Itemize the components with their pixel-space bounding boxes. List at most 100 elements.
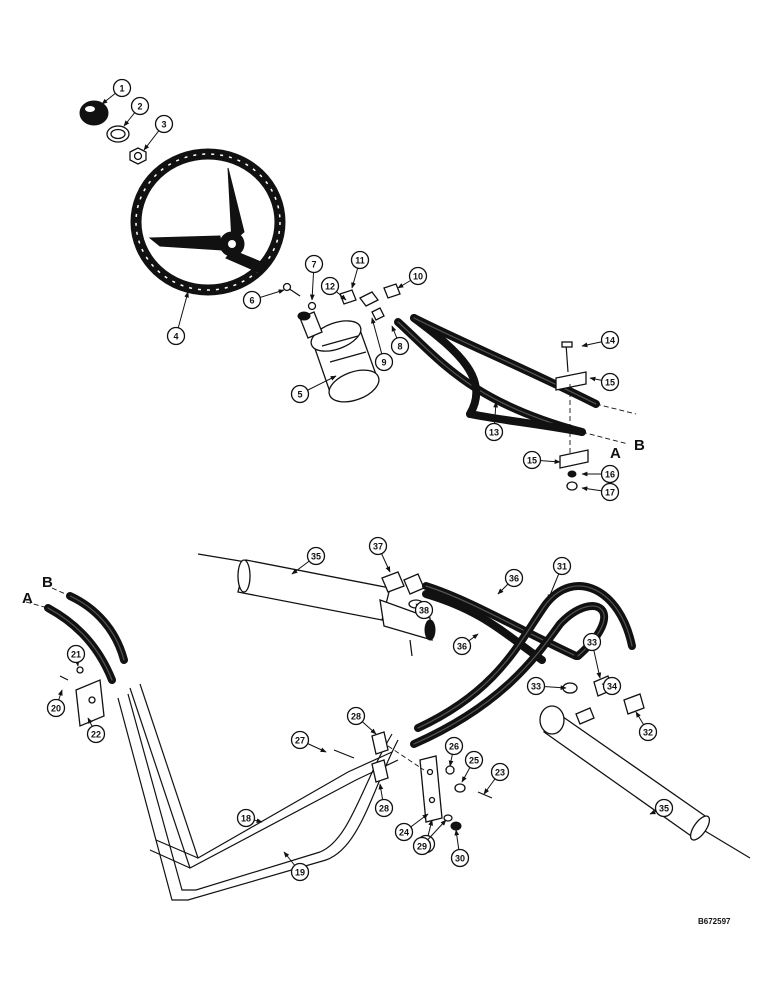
callout-35: 35 [306, 546, 326, 566]
callout-35: 35 [654, 798, 674, 818]
long-hoses-31 [410, 582, 636, 748]
callout-label: 1 [119, 84, 124, 94]
callout-layer: 1234567891011121314151516171819202122232… [46, 78, 674, 882]
callout-12: 12 [320, 276, 340, 296]
washer-part [307, 301, 317, 311]
callout-label: 15 [527, 456, 537, 466]
callout-label: 7 [311, 260, 316, 270]
callout-label: 37 [373, 542, 383, 552]
svg-text:B: B [634, 437, 645, 454]
callout-25: 25 [464, 750, 484, 770]
callout-7: 7 [304, 254, 324, 274]
callout-21: 21 [66, 644, 86, 664]
callout-9: 9 [374, 352, 394, 372]
callout-label: 5 [297, 390, 302, 400]
callout-36: 36 [452, 636, 472, 656]
callout-1: 1 [112, 78, 132, 98]
fitting-part [339, 283, 401, 321]
steering-wheel-part [130, 148, 286, 296]
callout-label: 35 [311, 552, 321, 562]
callout-17: 17 [600, 482, 620, 502]
horn-cap-part [79, 100, 109, 126]
callout-36: 36 [504, 568, 524, 588]
tube-brackets [59, 666, 493, 831]
callout-2: 2 [130, 96, 150, 116]
callout-label: 15 [605, 378, 615, 388]
callout-38: 38 [414, 600, 434, 620]
connection-letter-bottom-B: B [42, 574, 53, 591]
callout-label: 2 [137, 102, 142, 112]
document-number: B672597 [698, 917, 731, 926]
callout-label: 18 [241, 814, 251, 824]
hose-clamp-bolt-part [555, 341, 589, 491]
callout-label: 36 [457, 642, 467, 652]
callout-33: 33 [526, 676, 546, 696]
connection-letter-top-B: B [634, 437, 645, 454]
steering-cylinder-lower-part [539, 675, 751, 859]
callout-28: 28 [374, 798, 394, 818]
callout-label: 24 [399, 828, 409, 838]
callout-22: 22 [86, 724, 106, 744]
callout-label: 21 [71, 650, 81, 660]
callout-label: 12 [325, 282, 335, 292]
connection-lines-top [581, 403, 637, 445]
callout-label: 14 [605, 336, 615, 346]
callout-19: 19 [290, 862, 310, 882]
callout-label: 26 [449, 742, 459, 752]
callout-18: 18 [236, 808, 256, 828]
callout-8: 8 [390, 336, 410, 356]
callout-label: 10 [413, 272, 423, 282]
callout-label: 33 [587, 638, 597, 648]
callout-label: 29 [417, 842, 427, 852]
callout-label: 6 [249, 296, 254, 306]
callout-30: 30 [450, 848, 470, 868]
callout-4: 4 [166, 326, 186, 346]
steel-tubes [117, 683, 399, 901]
callout-label: 17 [605, 488, 615, 498]
callout-label: 30 [455, 854, 465, 864]
callout-29: 29 [412, 836, 432, 856]
callout-label: 11 [355, 256, 365, 266]
callout-34: 34 [602, 676, 622, 696]
callout-16: 16 [600, 464, 620, 484]
callout-13: 13 [484, 422, 504, 442]
input-hoses-A-B [25, 587, 128, 684]
callout-15: 15 [522, 450, 542, 470]
callout-label: 16 [605, 470, 615, 480]
callout-15: 15 [600, 372, 620, 392]
callout-label: 25 [469, 756, 479, 766]
callout-label: 20 [51, 704, 61, 714]
callout-label: 38 [419, 606, 429, 616]
upper-hoses [394, 314, 600, 436]
callout-11: 11 [350, 250, 370, 270]
callout-6: 6 [242, 290, 262, 310]
nut-part [129, 147, 147, 165]
svg-text:A: A [22, 590, 33, 607]
callout-label: 35 [659, 804, 669, 814]
callout-32: 32 [638, 722, 658, 742]
callout-31: 31 [552, 556, 572, 576]
svg-text:A: A [610, 445, 621, 462]
callout-label: 9 [381, 358, 386, 368]
callout-label: 3 [161, 120, 166, 130]
callout-label: 36 [509, 574, 519, 584]
cap-screw-part [282, 282, 301, 297]
callout-24: 24 [394, 822, 414, 842]
callout-label: 32 [643, 728, 653, 738]
callout-27: 27 [290, 730, 310, 750]
callout-37: 37 [368, 536, 388, 556]
callout-14: 14 [600, 330, 620, 350]
callout-label: 13 [489, 428, 499, 438]
callout-label: 19 [295, 868, 305, 878]
retainer-ring-part [106, 125, 130, 143]
control-valve-part [297, 311, 380, 403]
callout-label: 4 [173, 332, 178, 342]
callout-label: 28 [379, 804, 389, 814]
callout-10: 10 [408, 266, 428, 286]
callout-label: 23 [495, 768, 505, 778]
connection-letter-top-A: A [610, 445, 621, 462]
callout-33: 33 [582, 632, 602, 652]
callout-label: 34 [607, 682, 617, 692]
callout-26: 26 [444, 736, 464, 756]
